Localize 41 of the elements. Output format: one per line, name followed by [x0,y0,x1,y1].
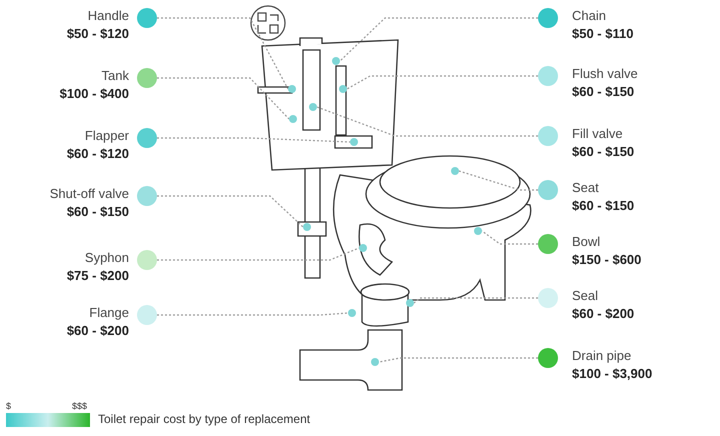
price-range: $60 - $150 [572,144,634,160]
price-range: $60 - $200 [572,306,634,322]
part-name: Chain [572,8,606,24]
part-name: Handle [88,8,129,24]
part-name: Flush valve [572,66,638,82]
part-name: Fill valve [572,126,623,142]
price-range: $100 - $3,900 [572,366,652,382]
part-name: Flange [89,305,129,321]
leader-line [482,230,538,245]
leader-line [346,75,538,90]
part-name: Bowl [572,234,600,250]
price-range: $150 - $600 [572,252,642,268]
price-range: $50 - $120 [66,26,129,42]
leader-line [157,137,350,143]
scale-label: $$$ [72,401,88,411]
scale-label: $ [6,401,12,411]
legend-text: Toilet repair cost by type of replacement [98,412,310,426]
price-range: $50 - $110 [572,26,634,42]
price-range: $60 - $150 [572,84,634,100]
part-name: Seat [572,180,599,196]
leader-line [157,312,348,316]
leader-line [157,17,289,90]
price-range: $60 - $200 [66,323,129,339]
price-range: $60 - $120 [66,146,129,162]
price-range: $60 - $150 [66,204,129,220]
part-name: Seal [572,288,598,304]
part-marker [348,309,356,317]
price-range: $100 - $400 [60,86,129,102]
leader-line [414,297,538,304]
price-range: $60 - $150 [572,198,634,214]
price-range: $75 - $200 [66,268,129,284]
part-name: Shut-off valve [50,186,129,202]
leader-line [458,170,538,191]
part-name: Drain pipe [572,348,632,364]
part-name: Tank [102,68,129,84]
leader-line [378,357,538,363]
leader-line [316,106,538,137]
leader-line [157,77,290,120]
part-name: Flapper [84,128,129,144]
leader-line [157,195,304,228]
part-name: Syphon [84,250,129,266]
